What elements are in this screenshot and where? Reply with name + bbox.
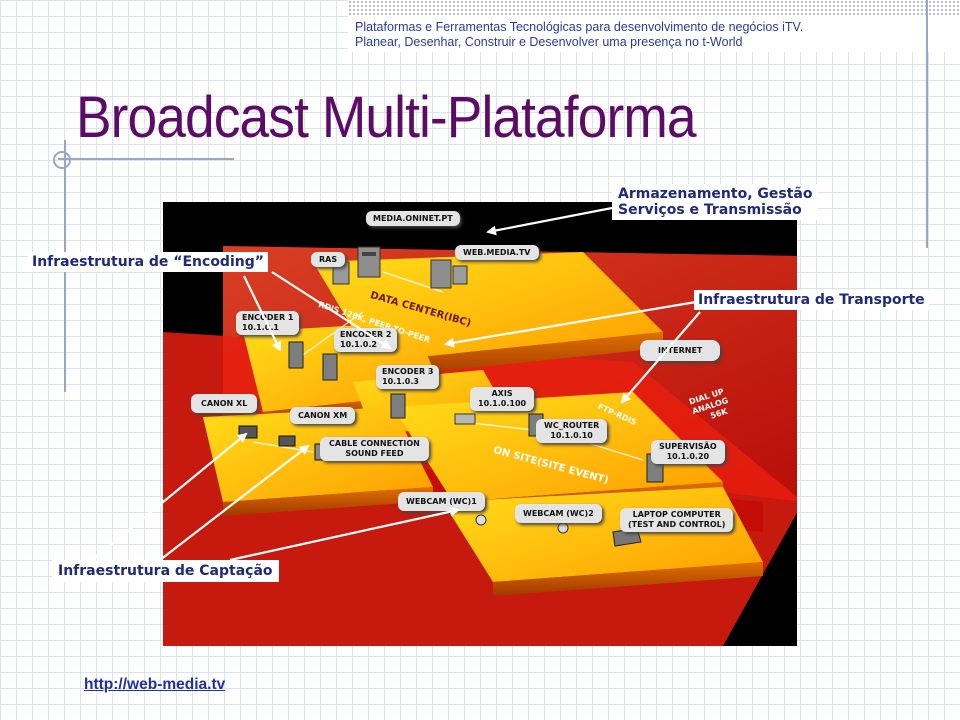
cable-line1: CABLE CONNECTION (329, 439, 420, 448)
callout-encoding: Infraestrutura de “Encoding” (28, 252, 268, 272)
callout-transport: Infraestrutura de Transporte (694, 290, 929, 310)
label-encoder2: ENCODER 2 10.1.0.2 (334, 328, 398, 352)
label-webcam1: WEBCAM (WC)1 (398, 492, 485, 511)
supervisao-name: SUPERVISÃO (659, 442, 717, 451)
device-encoder2 (322, 353, 338, 381)
callout-storage: Armazenamento, Gestão Serviços e Transmi… (612, 184, 819, 220)
label-wc-router: WC_ROUTER 10.1.0.10 (536, 419, 608, 443)
encoder1-name: ENCODER 1 (242, 313, 294, 322)
device-server-web (430, 259, 468, 289)
title-underline (58, 158, 234, 160)
device-axis (454, 413, 476, 425)
device-encoder1 (288, 341, 304, 369)
callout-encoding-text: Infraestrutura de “Encoding” (32, 254, 264, 270)
link-media-web (382, 271, 444, 293)
platform-webcams-side (493, 562, 763, 596)
header-dot-pattern (348, 0, 960, 16)
encoder2-name: ENCODER 2 (340, 330, 392, 339)
encoder2-ip: 10.1.0.2 (340, 340, 377, 349)
laptop-line2: (TEST AND CONTROL) (628, 520, 726, 529)
label-canon-xl: CANON XL (191, 394, 258, 413)
laptop-line1: LAPTOP COMPUTER (632, 510, 721, 519)
label-encoder3: ENCODER 3 10.1.0.3 (376, 365, 440, 389)
label-web-media: WEB.MEDIA.TV (455, 245, 539, 260)
callout-capture: Infraestrutura de Captação (52, 560, 279, 582)
cable-line2: SOUND FEED (345, 449, 404, 458)
device-server-media (357, 246, 381, 278)
encoder3-ip: 10.1.0.3 (382, 377, 419, 386)
encoder1-ip: 10.1.0.1 (242, 323, 279, 332)
label-laptop: LAPTOP COMPUTER (TEST AND CONTROL) (620, 508, 734, 532)
label-internet: INTERNET (640, 340, 721, 361)
callout-storage-line1: Armazenamento, Gestão (618, 186, 813, 202)
wc-router-name: WC_ROUTER (544, 421, 600, 430)
device-canon-xm (278, 435, 296, 447)
header-banner (348, 0, 960, 52)
axis-name: AXIS (491, 389, 513, 398)
device-webcam2 (557, 522, 569, 534)
callout-storage-line2: Serviços e Transmissão (618, 202, 802, 218)
supervisao-ip: 10.1.0.20 (666, 452, 710, 461)
device-canon-xl (238, 425, 258, 439)
axis-ip: 10.1.0.100 (478, 399, 527, 408)
callout-transport-text: Infraestrutura de Transporte (698, 292, 925, 308)
device-encoder3 (390, 393, 406, 419)
label-encoder1: ENCODER 1 10.1.0.1 (236, 311, 300, 335)
label-media-oninet: MEDIA.ONINET.PT (366, 211, 460, 226)
callout-capture-text: Infraestrutura de Captação (58, 563, 273, 579)
header-line-2: Planear, Desenhar, Construir e Desenvolv… (355, 35, 743, 49)
device-webcam1 (475, 514, 487, 526)
label-webcam2: WEBCAM (WC)2 (515, 504, 602, 523)
label-axis: AXIS 10.1.0.100 (470, 387, 535, 411)
label-cable-connection: CABLE CONNECTION SOUND FEED (320, 437, 429, 461)
encoder3-name: ENCODER 3 (382, 367, 434, 376)
label-ras: RAS (311, 252, 346, 267)
header-line-1: Plataformas e Ferramentas Tecnológicas p… (355, 20, 804, 34)
wc-router-ip: 10.1.0.10 (550, 431, 593, 440)
footer-url-link[interactable]: http://web-media.tv (84, 676, 226, 693)
right-divider-line (926, 0, 928, 248)
page-title: Broadcast Multi-Plataforma (76, 85, 697, 150)
label-canon-xm: CANON XM (290, 407, 356, 424)
title-ornament-circle (53, 151, 71, 169)
label-supervisao: SUPERVISÃO 10.1.0.20 (651, 440, 725, 464)
